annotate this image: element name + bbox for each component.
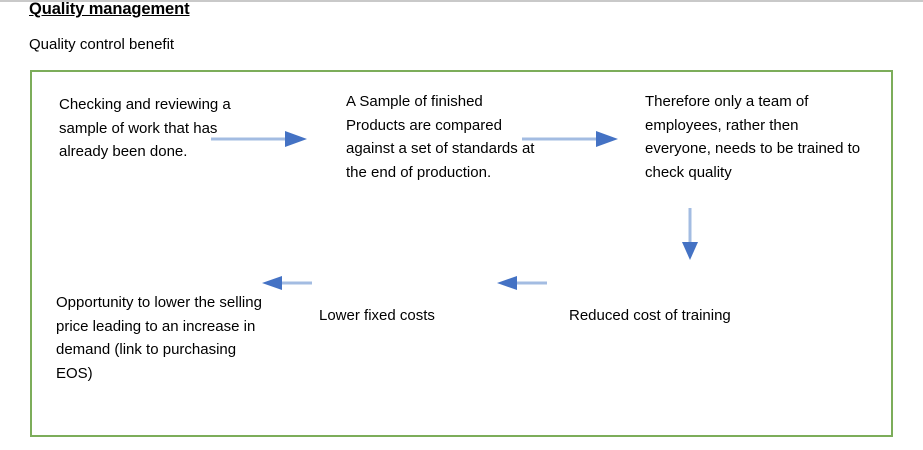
diagram-node-lower-fixed-costs: Lower fixed costs (319, 307, 435, 324)
arrow-down-icon-1 (682, 208, 698, 260)
arrow-right-icon-2 (522, 131, 618, 147)
page-title: Quality management (29, 0, 190, 18)
page-subtitle: Quality control benefit (29, 36, 175, 53)
page-top-rule (0, 0, 923, 2)
diagram-node-therefore: Therefore only a team of employees, rath… (645, 93, 861, 181)
diagram-node-checking: Checking and reviewing a sample of work … (59, 96, 231, 160)
arrow-right-icon-1 (211, 131, 307, 147)
diagram-node-reduced-cost-of-training: Reduced cost of training (569, 307, 731, 324)
diagram-node-sample: A Sample of finished Products are compar… (346, 93, 535, 181)
diagram-container (30, 70, 893, 437)
arrow-left-icon-2 (497, 276, 547, 290)
diagram-node-opportunity: Opportunity to lower the selling price l… (56, 294, 262, 382)
arrow-left-icon-1 (262, 276, 312, 290)
